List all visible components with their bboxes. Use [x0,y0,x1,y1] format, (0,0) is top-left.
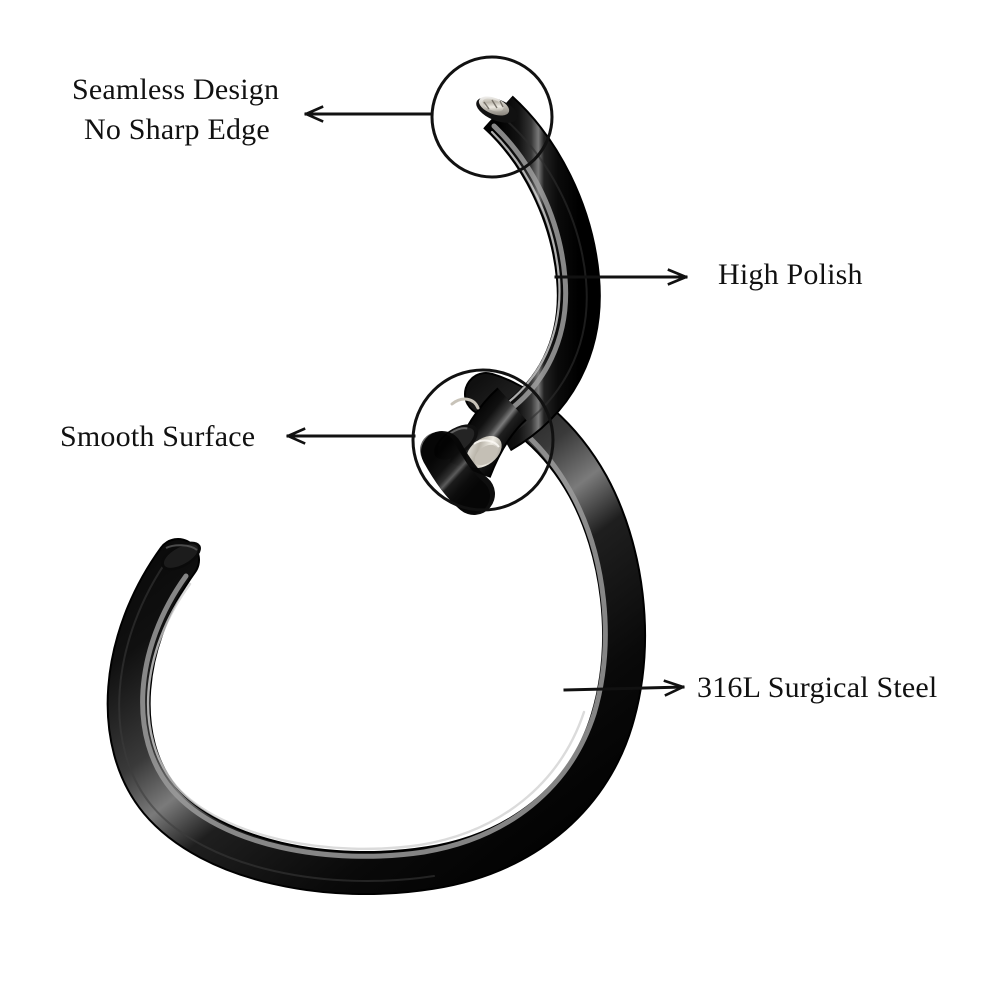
segment-tip-metal-cap [476,96,518,123]
callout-label-seamless-line2: No Sharp Edge [84,113,270,146]
callout-label-high-polish: High Polish [718,258,863,291]
leader-arrow-seamless [304,105,434,123]
zoom-circle-tip-detail [430,55,554,179]
leader-arrow-high-polish [554,268,688,286]
hinge-joint [420,387,528,515]
callout-label-surgical-steel: 316L Surgical Steel [697,671,938,704]
gloss-highlight-thin [146,582,586,851]
leader-arrow-smooth-surface [286,427,416,445]
leader-arrow-surgical-steel [563,679,685,697]
ring-open-end-tip [161,541,201,571]
callout-label-seamless-line1: Seamless Design [72,73,280,106]
hinge-tab [450,397,480,410]
callout-label-smooth-surface: Smooth Surface [60,420,256,453]
callout-label-seamless-design: Seamless Design No Sharp Edge [72,70,279,150]
gloss-highlight-inner [140,407,608,859]
zoom-circle-hinge-detail [411,368,555,512]
ring-main-arc [106,372,646,896]
